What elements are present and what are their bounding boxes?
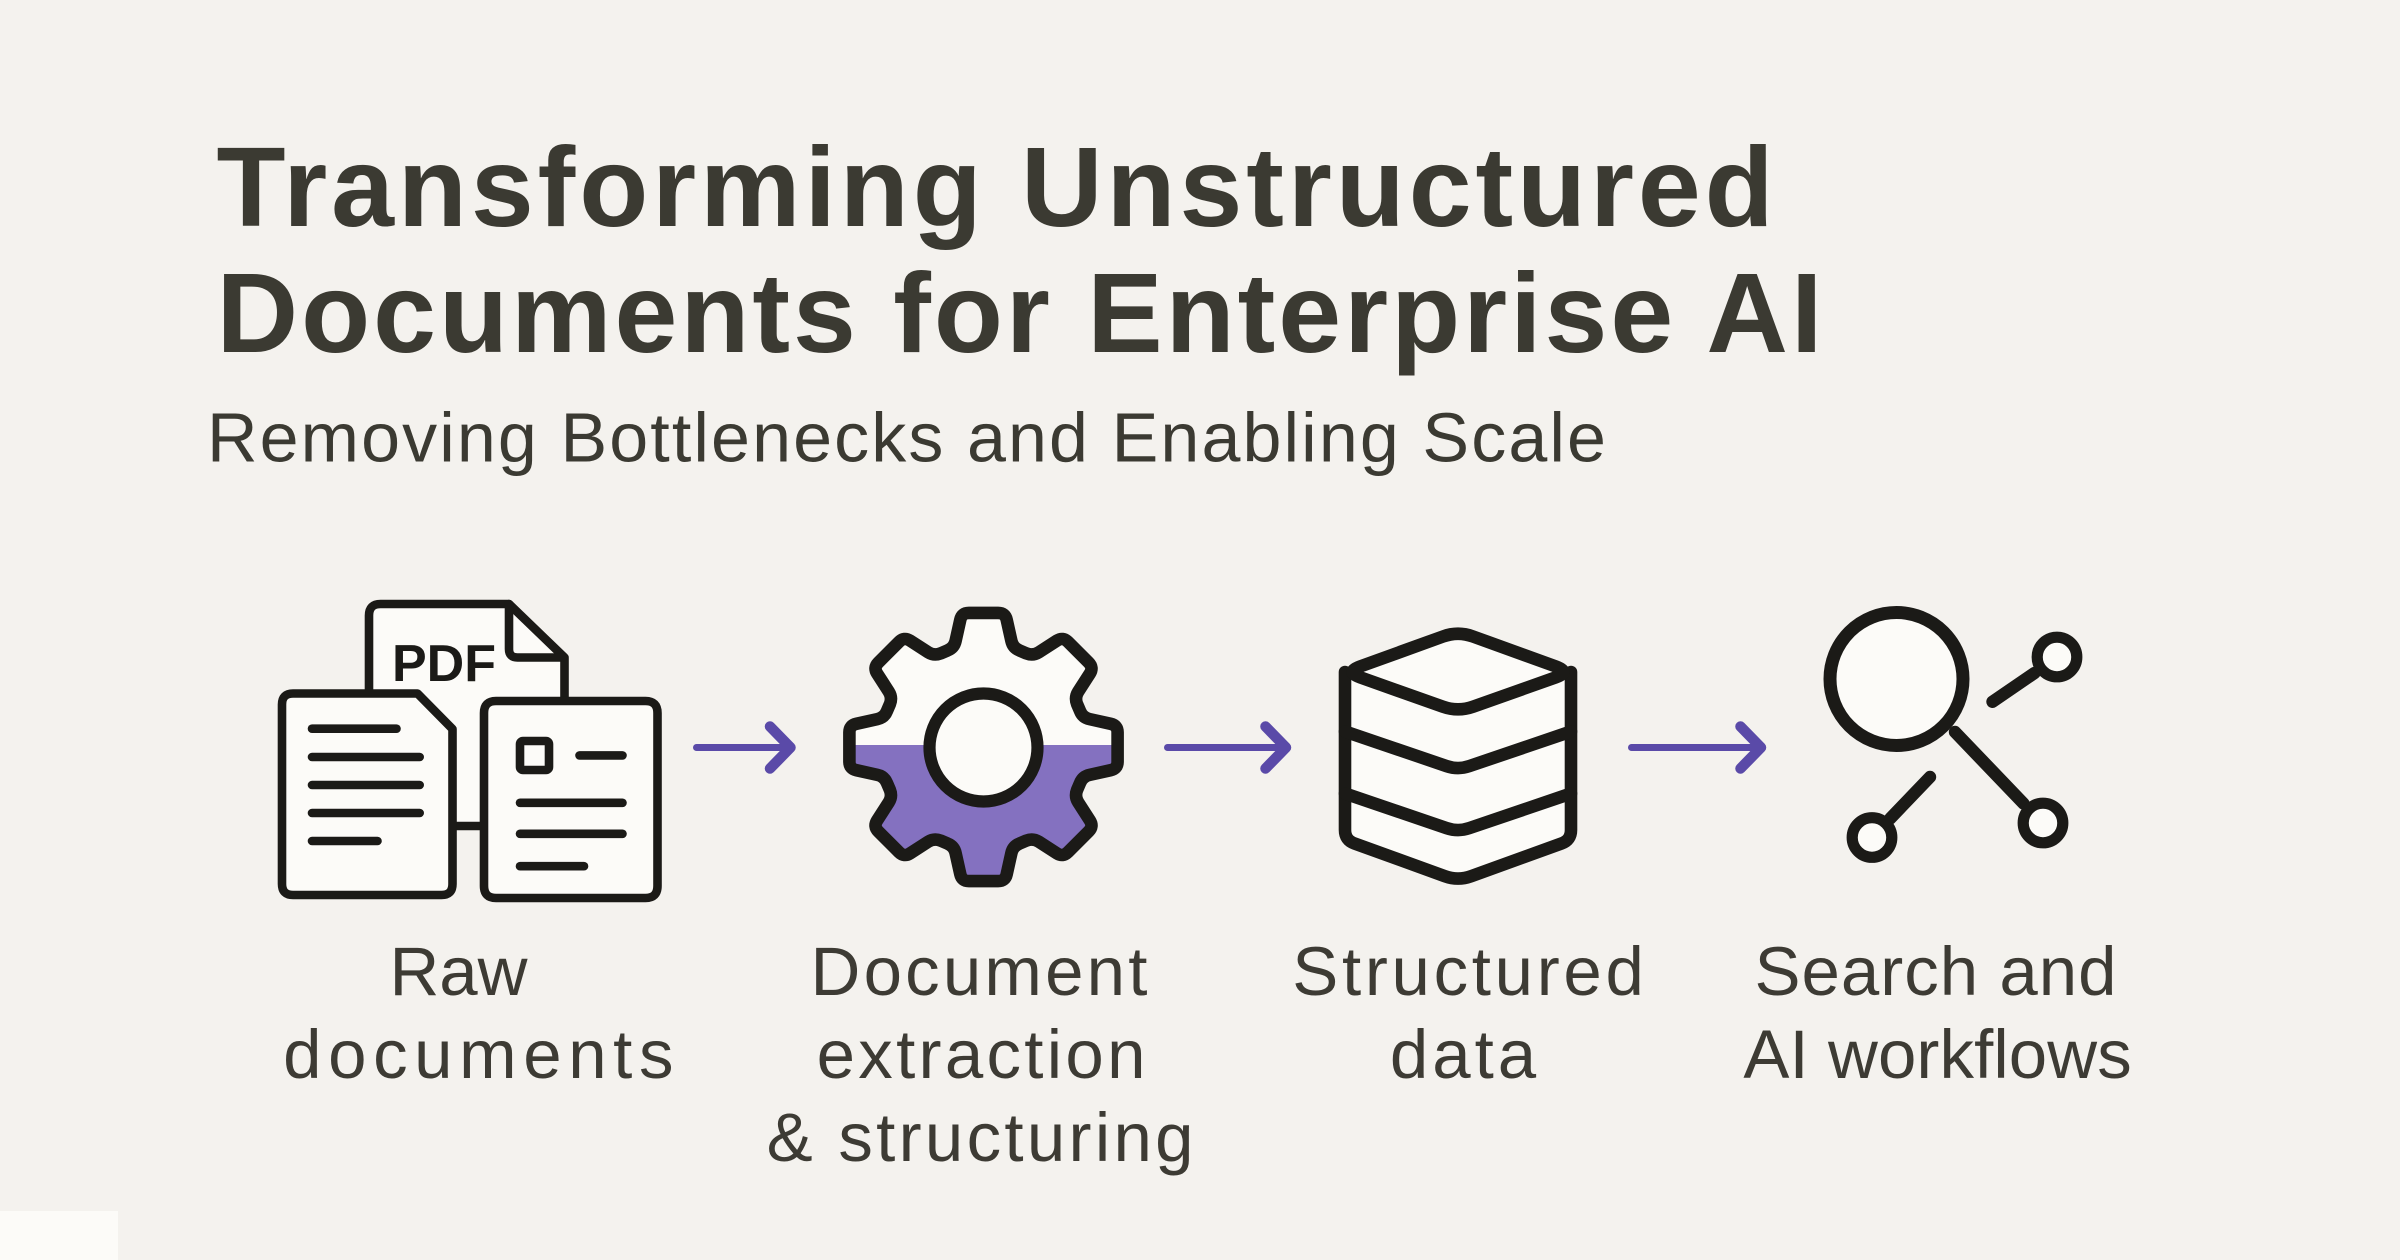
- svg-text:Documents for Enterprise AI: Documents for Enterprise AI: [217, 250, 1826, 376]
- svg-text:extraction: extraction: [817, 1016, 1149, 1093]
- svg-text:PDF: PDF: [392, 635, 496, 693]
- svg-text:Transforming Unstructured: Transforming Unstructured: [217, 124, 1778, 250]
- svg-text:data: data: [1390, 1016, 1540, 1093]
- svg-text:documents: documents: [283, 1016, 680, 1093]
- svg-text:Removing Bottlenecks and Enabl: Removing Bottlenecks and Enabling Scale: [207, 399, 1608, 477]
- svg-text:Raw: Raw: [389, 933, 527, 1010]
- svg-text:AI workflows: AI workflows: [1743, 1016, 2131, 1093]
- svg-text:Search and: Search and: [1755, 933, 2118, 1010]
- svg-text:Document: Document: [811, 933, 1151, 1010]
- svg-text:Structured: Structured: [1292, 933, 1647, 1010]
- svg-text:& structuring: & structuring: [767, 1099, 1197, 1176]
